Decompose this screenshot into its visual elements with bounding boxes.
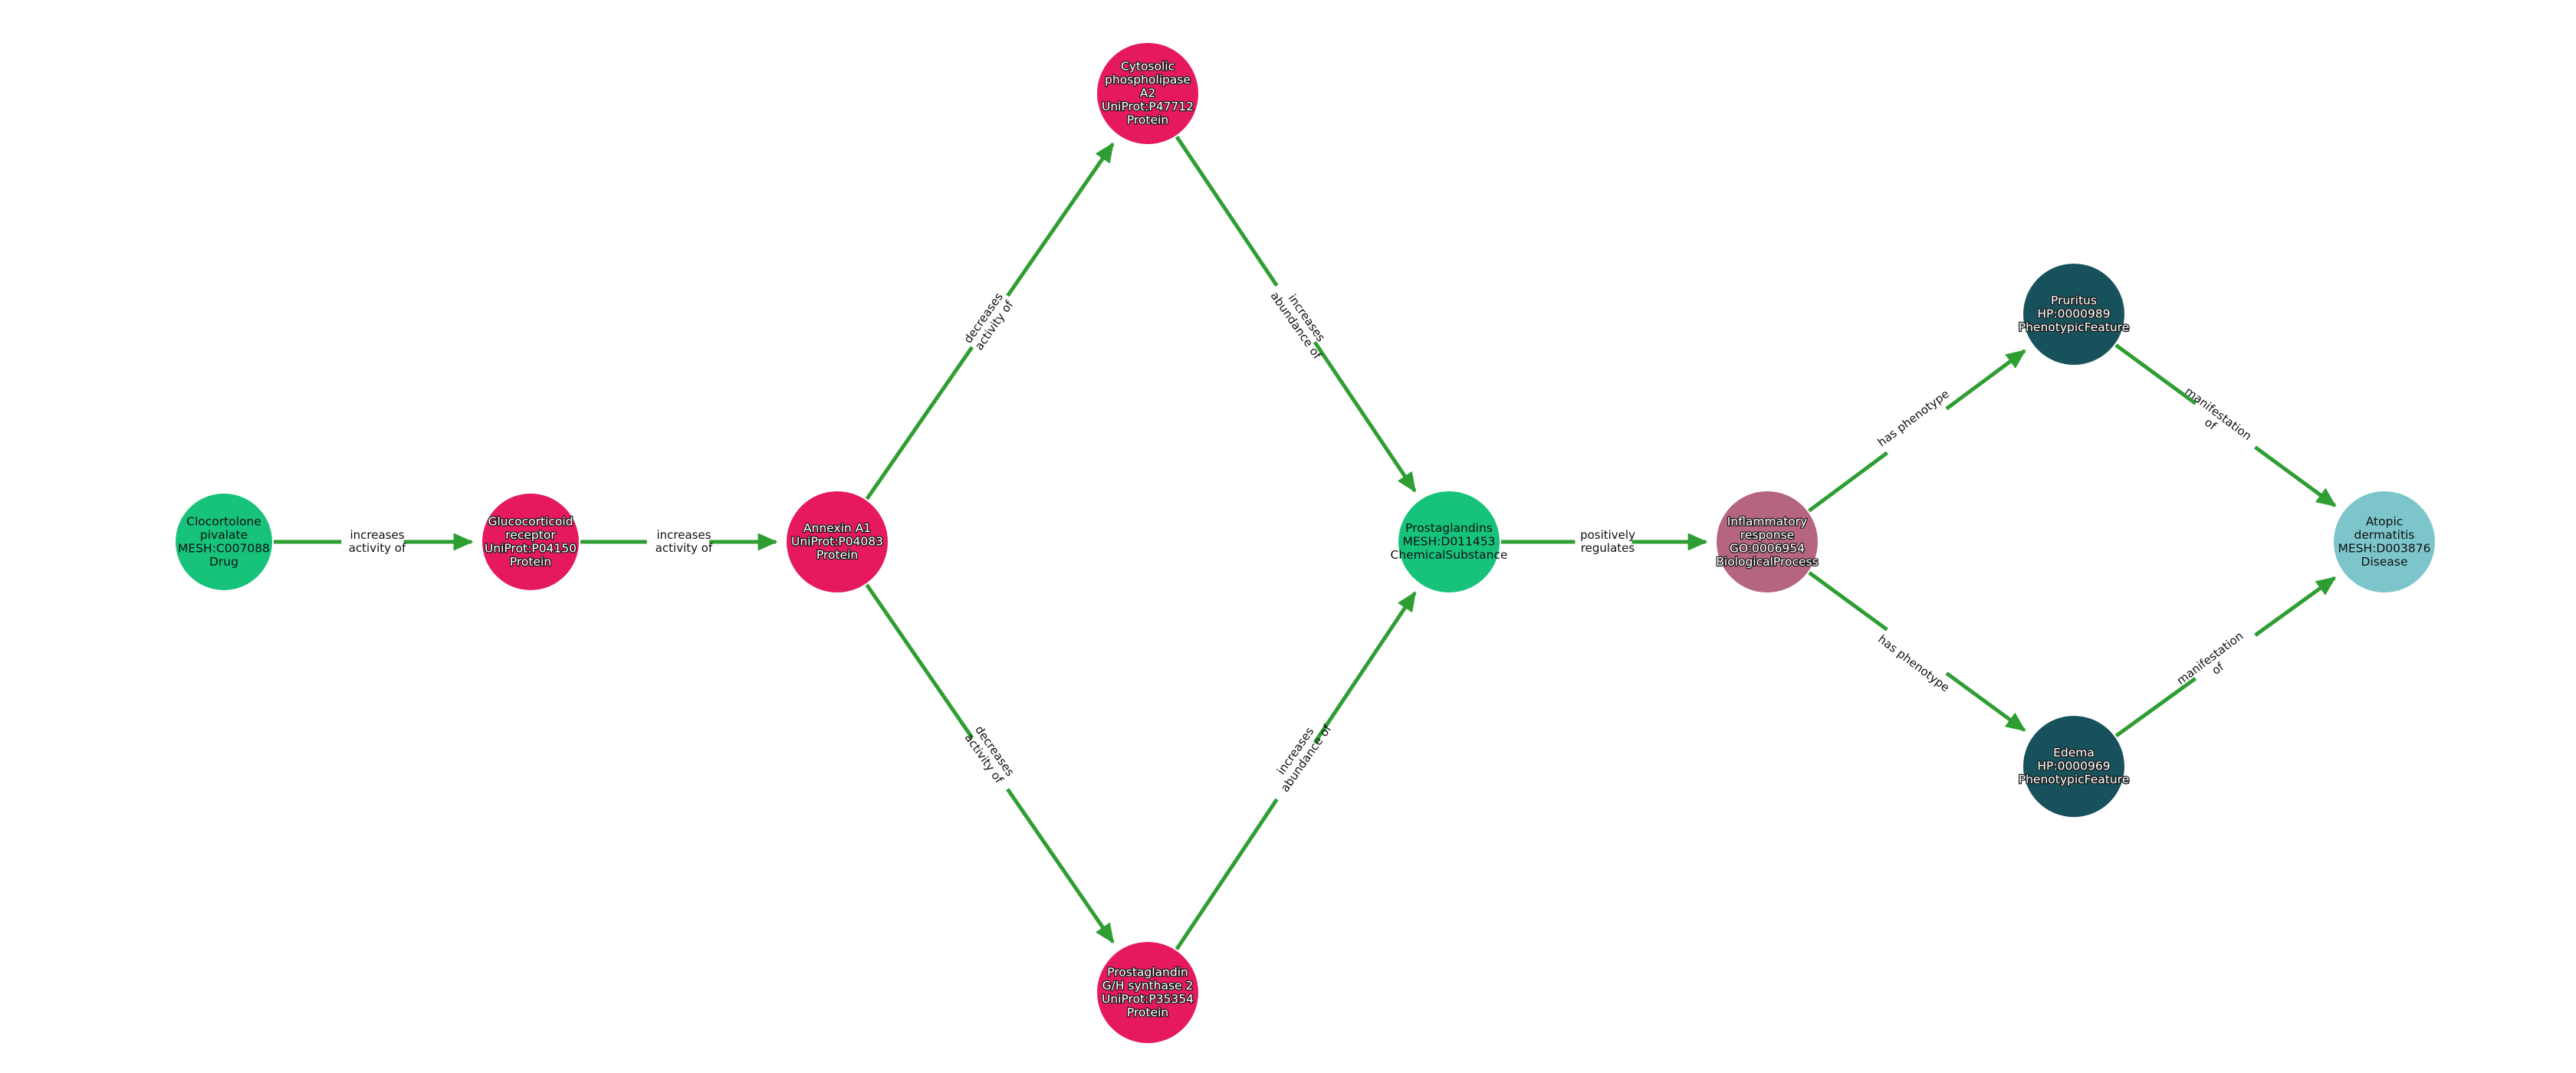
edge-segment-arrow[interactable] [1006, 142, 1115, 297]
edge-segment-arrow[interactable] [1313, 340, 1417, 493]
node-label-line: MESH:C007088 [178, 541, 270, 555]
node-label-line: Pruritus [2051, 294, 2097, 307]
node-label-line: Prostaglandin [1107, 965, 1188, 979]
edges-layer [274, 136, 2337, 950]
node-glucocorticoid-receptor[interactable]: GlucocorticoidreceptorUniProt:P04150Prot… [482, 494, 579, 590]
edge-label-line: manifestation [2183, 384, 2255, 443]
edge-segment-arrow[interactable] [1313, 591, 1417, 744]
node-label-line: Atopic [2366, 514, 2404, 528]
node-label-line: Protein [1127, 1006, 1168, 1019]
node-circle-glucocorticoid-receptor[interactable] [482, 494, 579, 590]
edge-label-line: activity of [656, 541, 713, 555]
edge-label-line: regulates [1581, 541, 1635, 555]
node-label-line: MESH:D011453 [1403, 535, 1496, 549]
edge-segment-arrow[interactable] [2253, 445, 2337, 507]
edge-segment-arrow[interactable] [1006, 788, 1115, 944]
node-label-line: HP:0000989 [2037, 307, 2110, 321]
edge-segment[interactable] [2114, 677, 2197, 738]
node-label-line: Edema [2053, 746, 2095, 760]
node-circle-atopic-dermatitis[interactable] [2334, 491, 2435, 592]
edge-label-line: has phenotype [1875, 632, 1952, 695]
edge-segment[interactable] [1175, 798, 1279, 950]
node-circle-pruritus[interactable] [2023, 264, 2124, 365]
node-label-line: Protein [510, 555, 551, 569]
node-circle-prostaglandin-gh-synthase-2[interactable] [1097, 942, 1198, 1043]
edge-label-line: activity of [349, 541, 406, 555]
node-label-line: Clocortolone [186, 514, 261, 528]
node-label-line: A2 [1140, 87, 1155, 100]
edge-segment[interactable] [1175, 136, 1279, 287]
edge-label: has phenotype [1875, 387, 1952, 450]
node-label-line: Disease [2361, 555, 2408, 569]
node-label-line: dermatitis [2354, 528, 2415, 542]
edge-label-line: manifestation [2174, 628, 2246, 687]
edge-segment[interactable] [1808, 451, 1889, 513]
node-cytosolic-phospholipase-a2[interactable]: CytosolicphospholipaseA2UniProt:P47712Pr… [1097, 43, 1198, 144]
edge-label-line: increases [656, 528, 711, 542]
node-circle-annexin-a1[interactable] [787, 491, 888, 592]
edge-segment-arrow[interactable] [1945, 349, 2026, 411]
node-label-line: BiologicalProcess [1716, 555, 1818, 569]
node-label-line: Protein [1127, 113, 1168, 127]
node-label-line: HP:0000969 [2037, 760, 2110, 773]
node-inflammatory-response[interactable]: InflammatoryresponseGO:0006954Biological… [1715, 491, 1819, 592]
node-label-line: ChemicalSubstance [1391, 548, 1508, 562]
node-label-line: Glucocorticoid [488, 514, 573, 528]
node-label-line: G/H synthase 2 [1102, 979, 1194, 993]
edge-segment[interactable] [865, 583, 974, 739]
node-label-line: PhenotypicFeature [2019, 773, 2130, 786]
node-label-line: pivalate [200, 528, 248, 542]
node-label-line: Prostaglandins [1405, 521, 1493, 535]
edge-label: has phenotype [1875, 632, 1952, 695]
node-label-line: Inflammatory [1727, 514, 1807, 528]
node-circle-prostaglandins[interactable] [1398, 491, 1500, 592]
edge-segment[interactable] [1808, 571, 1888, 632]
edge-label-line: has phenotype [1875, 387, 1952, 450]
node-label-line: Annexin A1 [803, 521, 871, 535]
node-label-line: phospholipase [1105, 73, 1191, 87]
edge-segment[interactable] [865, 346, 974, 500]
node-label-line: Protein [816, 548, 858, 562]
node-label-line: response [1740, 528, 1794, 542]
node-label-line: receptor [505, 528, 556, 542]
node-label-line: UniProt:P47712 [1102, 100, 1194, 113]
node-label-line: Cytosolic [1121, 60, 1175, 74]
node-circle-edema[interactable] [2023, 716, 2124, 817]
node-label-line: UniProt:P04083 [791, 535, 883, 549]
node-label-line: MESH:D003876 [2338, 541, 2431, 555]
node-label-line: UniProt:P04150 [485, 541, 577, 555]
edge-label-line: positively [1580, 528, 1635, 542]
edge-segment[interactable] [2114, 343, 2197, 405]
edge-segment-arrow[interactable] [1945, 671, 2026, 732]
node-label-line: Drug [209, 555, 238, 569]
edge-label-line: increases [350, 528, 404, 542]
node-circle-clocortolone-pivalate[interactable] [176, 494, 272, 590]
node-prostaglandins[interactable]: ProstaglandinsMESH:D011453ChemicalSubsta… [1391, 491, 1508, 592]
node-circle-cytosolic-phospholipase-a2[interactable] [1097, 43, 1198, 144]
node-label-line: UniProt:P35354 [1102, 992, 1194, 1006]
edge-segment-arrow[interactable] [2254, 576, 2337, 637]
node-label-line: GO:0006954 [1730, 541, 1805, 555]
node-label-line: PhenotypicFeature [2019, 320, 2130, 334]
node-circle-inflammatory-response[interactable] [1717, 491, 1818, 592]
